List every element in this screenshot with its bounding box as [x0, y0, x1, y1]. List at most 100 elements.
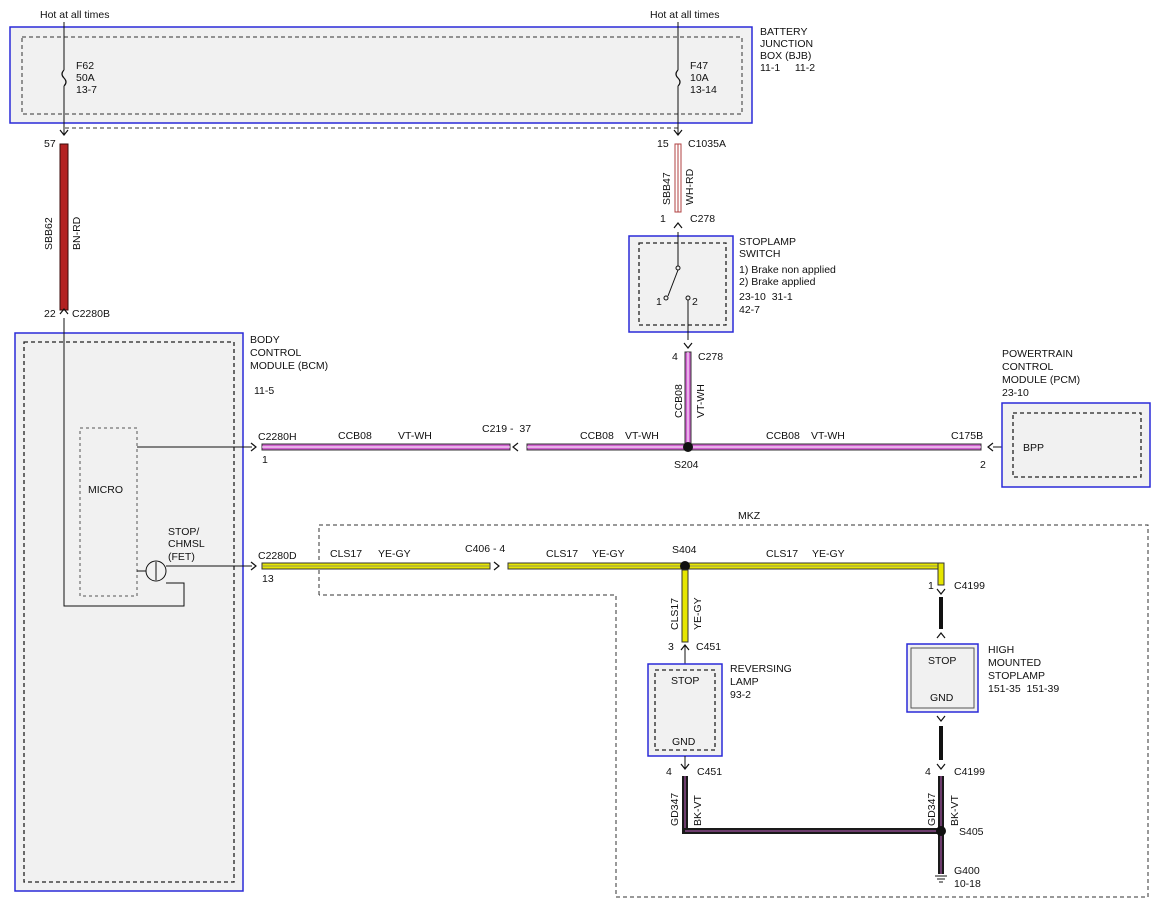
stoplamp-switch-state-2: 2) Brake applied: [739, 276, 816, 288]
splice-s405: [936, 826, 946, 836]
connector-c2280d-chevron: [250, 561, 257, 571]
fuse-f47-rating: 10A: [690, 72, 709, 84]
wire-cls17-right-color: YE-GY: [812, 548, 845, 560]
wire-gd347-right-code: GD347: [926, 793, 938, 826]
connector-c278-bottom-pin: 4: [672, 351, 678, 363]
power-label-right: Hot at all times: [650, 9, 719, 21]
hmsl-gnd: GND: [930, 692, 954, 704]
stoplamp-switch-ref-1: 23-10 31-1: [739, 291, 793, 303]
wire-cls17-vertical: [681, 569, 689, 643]
connector-c175b-pin: 2: [980, 459, 986, 471]
connector-c175b-name: C175B: [951, 430, 983, 442]
wire-cls17-vertical-code: CLS17: [669, 598, 681, 630]
connector-c451-bottom-chevron: [680, 763, 690, 770]
bcm-micro-label: MICRO: [88, 484, 123, 496]
bcm-inner-dashed: [23, 341, 235, 883]
connector-c278-top-pin: 1: [660, 213, 666, 225]
connector-c2280b-chevron: [59, 308, 69, 315]
pcm-pin-label: BPP: [1023, 442, 1044, 454]
hmsl-name-2: MOUNTED: [988, 657, 1041, 669]
pcm-name-1: POWERTRAIN: [1002, 348, 1073, 360]
pcm-module: BPP POWERTRAIN CONTROL MODULE (PCM) 23-1…: [1001, 348, 1151, 488]
wire-gd347-left-color: BK-VT: [692, 794, 704, 826]
wire-ccb08-middle-code: CCB08: [580, 430, 614, 442]
fuse-f62-icon: [61, 69, 67, 87]
bcm-micro-box: [79, 427, 138, 597]
splice-s204-label: S204: [674, 459, 699, 471]
wire-cls17-right-code: CLS17: [766, 548, 798, 560]
wire-ccb08-middle-color: VT-WH: [625, 430, 659, 442]
hmsl-module: STOP GND HIGH MOUNTED STOPLAMP 151-35 15…: [906, 643, 1059, 713]
stoplamp-switch-name-1: STOPLAMP: [739, 236, 796, 248]
bcm-name-3: MODULE (BCM): [250, 360, 328, 372]
connector-c451-top-name: C451: [696, 641, 721, 653]
wire-hmsl-feed: [939, 597, 943, 629]
mkz-region: [318, 524, 1149, 898]
wire-cls17-middle-color: YE-GY: [592, 548, 625, 560]
wire-ccb08-right-color: VT-WH: [811, 430, 845, 442]
wire-sbb62: [59, 143, 69, 311]
wire-cls17-left-code: CLS17: [330, 548, 362, 560]
fuse-f47-icon: [675, 69, 681, 87]
connector-c4199-bottom-name: C4199: [954, 766, 985, 778]
stoplamp-switch-state-1: 1) Brake non applied: [739, 264, 836, 276]
wire-ccb08-left-code: CCB08: [338, 430, 372, 442]
power-label-left: Hot at all times: [40, 9, 109, 21]
wire-sbb62-color: BN-RD: [71, 216, 83, 250]
wire-gd347-right-color: BK-VT: [949, 794, 961, 826]
connector-c2280b-pin: 22: [44, 308, 56, 320]
connector-c2280h-name: C2280H: [258, 431, 297, 443]
bjb-name-1: BATTERY: [760, 26, 807, 38]
connector-c451-top-pin: 3: [668, 641, 674, 653]
reversing-lamp-ref: 93-2: [730, 689, 751, 701]
connector-c406-chevron: [493, 561, 500, 571]
fuse-f62-id: F62: [76, 60, 94, 72]
connector-c219-chevron: [512, 442, 519, 452]
stoplamp-switch-pos1: 1: [656, 296, 662, 308]
fet-label-1: STOP/: [168, 526, 199, 538]
pcm-name-2: CONTROL: [1002, 361, 1053, 373]
fet-label-2: CHMSL: [168, 538, 205, 550]
pcm-name-3: MODULE (PCM): [1002, 374, 1080, 386]
bcm-name-2: CONTROL: [250, 347, 301, 359]
connector-c451-bottom-pin: 4: [666, 766, 672, 778]
mkz-label: MKZ: [738, 510, 761, 522]
hmsl-stop: STOP: [928, 655, 956, 667]
reversing-lamp-inner: [654, 669, 716, 751]
wire-cls17-vertical-color: YE-GY: [692, 597, 704, 630]
reversing-lamp-stop: STOP: [671, 675, 699, 687]
connector-c2280h-chevron: [250, 442, 257, 452]
connector-c2280h-pin: 1: [262, 454, 268, 466]
pcm-ref: 23-10: [1002, 387, 1029, 399]
ground-g400-label: G400: [954, 865, 980, 877]
hmsl-name-1: HIGH: [988, 644, 1014, 656]
connector-c2280b-name: C2280B: [72, 308, 110, 320]
fuse-f62-ref: 13-7: [76, 84, 97, 96]
hmsl-ref: 151-35 151-39: [988, 683, 1059, 695]
pcm-outer: [1001, 402, 1151, 488]
splice-s404-label: S404: [672, 544, 697, 556]
wire-sbb62-code: SBB62: [43, 217, 55, 250]
bjb-module: BATTERY JUNCTION BOX (BJB) 11-1 11-2: [9, 26, 815, 124]
connector-c278-top-name: C278: [690, 213, 715, 225]
stoplamp-switch-arm: [667, 269, 679, 297]
bjb-inner-dashed: [21, 36, 743, 115]
connector-c278-bottom-chevron: [683, 342, 693, 349]
bjb-outer-box: [9, 26, 753, 124]
reversing-lamp-name-1: REVERSING: [730, 663, 792, 675]
connector-57-pin: 57: [44, 138, 56, 150]
splice-s204: [683, 442, 693, 452]
stoplamp-switch: 1 2 STOPLAMP SWITCH 1) Brake non applied…: [628, 232, 836, 340]
stoplamp-switch-outer: [628, 235, 734, 333]
stoplamp-switch-name-2: SWITCH: [739, 248, 780, 260]
reversing-lamp-gnd: GND: [672, 736, 696, 748]
connector-c406-label: C406 - 4: [465, 543, 505, 555]
wire-ccb08-vertical-color: VT-WH: [695, 384, 707, 418]
connector-c4199-bottom-pin: 4: [925, 766, 931, 778]
ground-g400-ref: 10-18: [954, 878, 981, 890]
connector-c2280d-name: C2280D: [258, 550, 297, 562]
wire-cls17-middle-code: CLS17: [546, 548, 578, 560]
bcm-module: MICRO BODY CONTROL MODULE (BCM) 11-5 STO…: [14, 318, 328, 892]
bjb-name-2: JUNCTION: [760, 38, 813, 50]
connector-c1035a-name: C1035A: [688, 138, 726, 150]
